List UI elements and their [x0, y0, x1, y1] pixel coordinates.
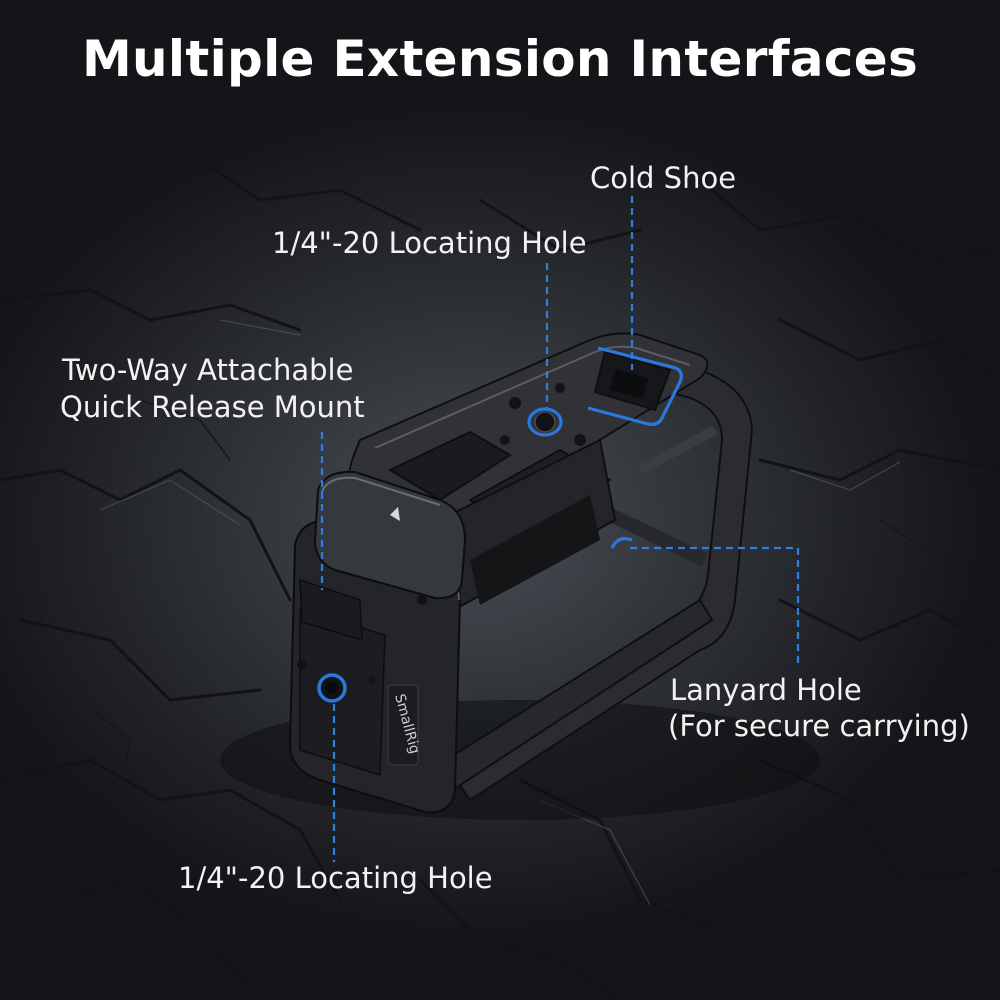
lanyard-label-line2: (For secure carrying) — [668, 709, 970, 743]
top-hole-highlight — [527, 407, 563, 437]
top-locating-hole-label: 1/4"-20 Locating Hole — [272, 226, 587, 260]
page-title: Multiple Extension Interfaces — [81, 30, 919, 88]
bottom-locating-hole-label: 1/4"-20 Locating Hole — [178, 861, 493, 895]
lanyard-label-line1: Lanyard Hole — [670, 673, 862, 707]
cold-shoe-highlight — [587, 346, 683, 426]
rock-texture — [0, 158, 1000, 1000]
lanyard-hole-highlight — [610, 537, 633, 549]
camera-cage: SmallRig — [220, 332, 820, 820]
callout-leaders — [320, 196, 800, 862]
quick-release-label-line1: Two-Way Attachable — [62, 353, 354, 387]
quick-release-label-line2: Quick Release Mount — [60, 390, 365, 424]
cold-shoe-label: Cold Shoe — [590, 161, 737, 195]
